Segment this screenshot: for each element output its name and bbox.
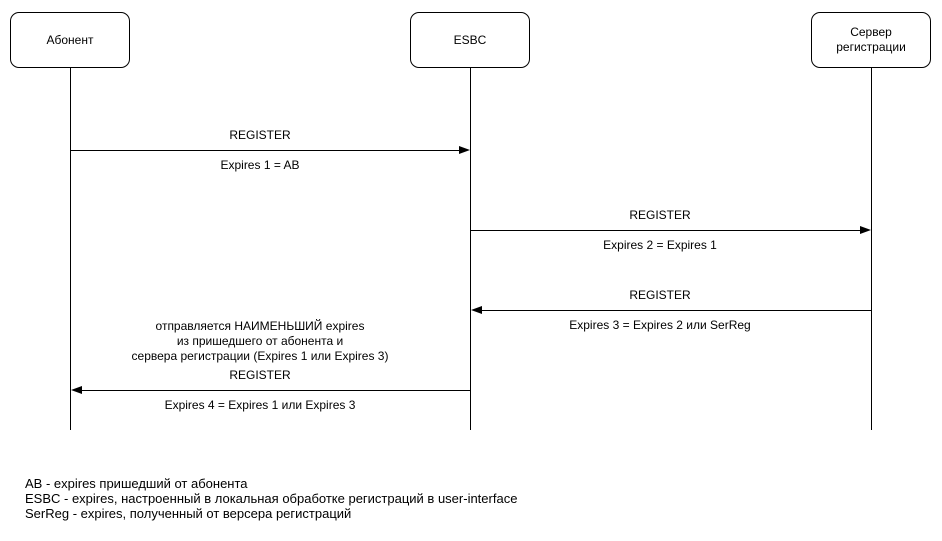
participant-box-abonent: Абонент [10, 12, 130, 68]
participant-label-abonent: Абонент [46, 32, 94, 47]
message-3-title: REGISTER [629, 288, 691, 302]
message-1-arrowhead-right-icon [459, 146, 470, 154]
lifeline-server [871, 68, 872, 430]
message-2-title: REGISTER [629, 208, 691, 222]
message-4-note-line-2: из пришедшего от абонента и [176, 334, 344, 348]
message-1-line [70, 150, 459, 151]
participant-label-esbc: ESBC [453, 32, 487, 47]
message-1-title: REGISTER [229, 128, 291, 142]
message-2-detail: Expires 2 = Expires 1 [603, 238, 717, 252]
participant-box-esbc: ESBC [410, 12, 530, 68]
message-4-line [82, 390, 470, 391]
participant-label-server: Сервер регистрации [836, 25, 906, 54]
legend: AB - expires пришедший от абонента ESBC … [25, 476, 517, 521]
message-3-detail: Expires 3 = Expires 2 или SerReg [569, 318, 751, 332]
legend-line-esbc: ESBC - expires, настроенный в локальная … [25, 491, 518, 506]
message-2-line [470, 230, 860, 231]
participant-box-server: Сервер регистрации [811, 12, 931, 68]
message-2-arrowhead-right-icon [860, 226, 871, 234]
message-4-note: отправляется НАИМЕНЬШИЙ expires из прише… [35, 319, 485, 364]
message-1-detail: Expires 1 = AB [220, 158, 300, 172]
message-4-note-line-1: отправляется НАИМЕНЬШИЙ expires [155, 319, 365, 333]
lifeline-abonent [70, 68, 71, 430]
legend-line-ab: AB - expires пришедший от абонента [25, 476, 248, 491]
legend-line-serreg: SerReg - expires, полученный от версера … [25, 506, 352, 521]
message-4-detail: Expires 4 = Expires 1 или Expires 3 [164, 398, 356, 412]
message-3-arrowhead-left-icon [471, 306, 482, 314]
message-3-line [482, 310, 871, 311]
message-4-arrowhead-left-icon [71, 386, 82, 394]
message-4-title: REGISTER [229, 368, 291, 382]
message-4-note-line-3: сервера регистрации (Expires 1 или Expir… [131, 349, 389, 363]
lifeline-esbc [470, 68, 471, 430]
